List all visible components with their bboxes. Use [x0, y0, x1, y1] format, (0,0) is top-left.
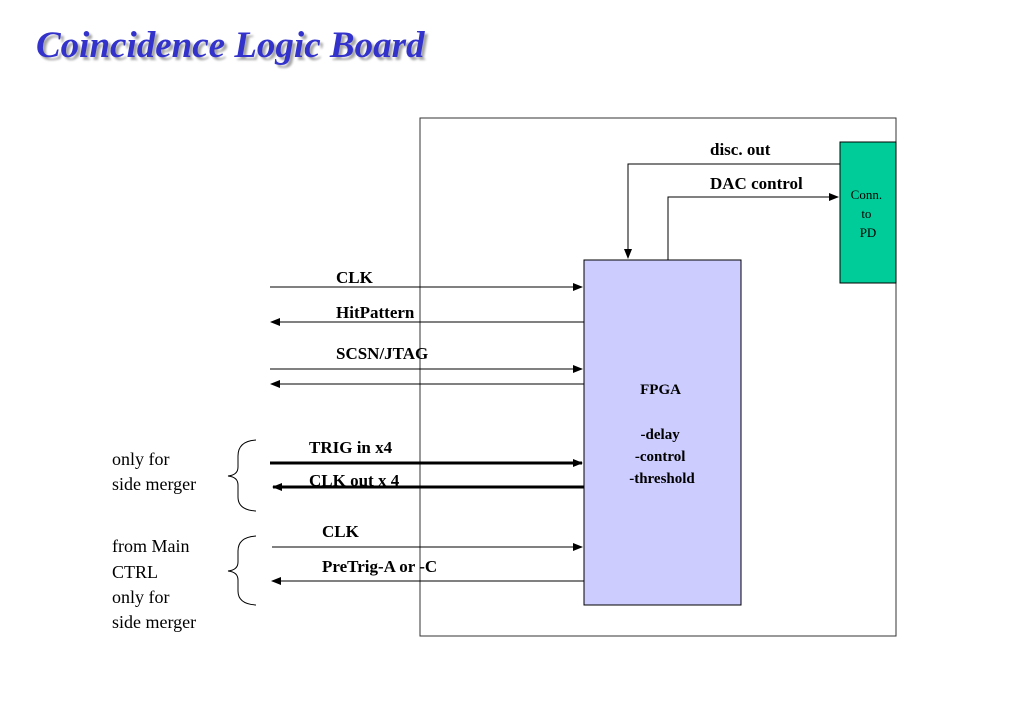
- fpga-label: FPGA -delay -control -threshold: [629, 382, 695, 487]
- disc-out-label: disc. out: [710, 140, 771, 159]
- clk-bottom-label: CLK: [322, 522, 360, 541]
- brace-group2: [227, 535, 257, 606]
- clk-top-label: CLK: [336, 268, 374, 287]
- note-group2: from Main CTRL only for side merger: [112, 536, 196, 632]
- hitpattern-label: HitPattern: [336, 303, 415, 322]
- connector-block: [839, 141, 897, 284]
- trig-in-label: TRIG in x4: [309, 438, 393, 457]
- dac-control-arrow: [667, 193, 839, 260]
- dac-control-label: DAC control: [710, 174, 803, 193]
- fpga-block: [583, 259, 742, 606]
- page-title: Coincidence Logic Board: [36, 25, 425, 66]
- brace-group1: [227, 439, 257, 512]
- scsn-jtag-label: SCSN/JTAG: [336, 344, 428, 363]
- clk-out-label: CLK out x 4: [309, 471, 400, 490]
- disc-out-arrow: [624, 163, 840, 259]
- connector-label: Conn. to PD: [851, 187, 886, 240]
- pretrig-label: PreTrig-A or -C: [322, 557, 437, 576]
- note-group1: only for side merger: [112, 449, 196, 494]
